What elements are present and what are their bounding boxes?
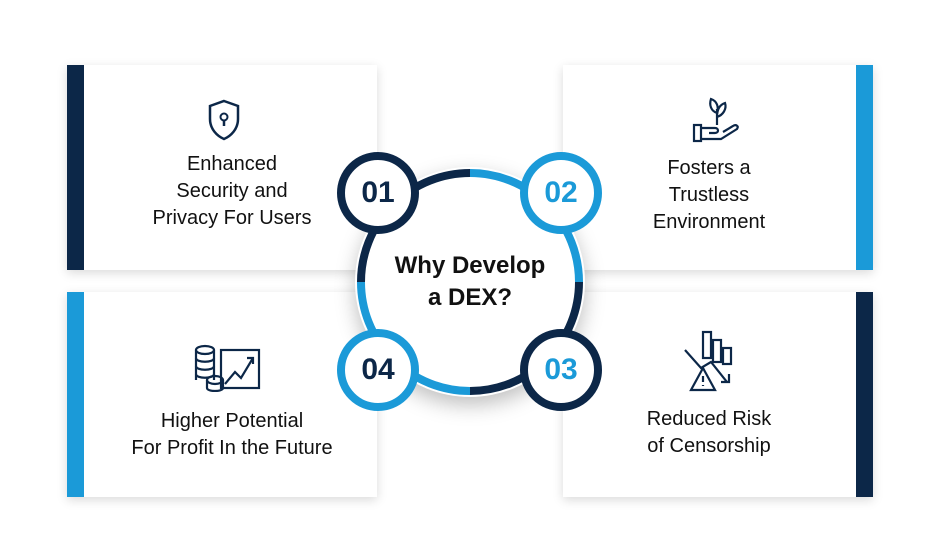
card-censorship: Reduced Risk of Censorship xyxy=(563,292,873,497)
card-text-line: of Censorship xyxy=(647,435,771,457)
shield-lock-icon xyxy=(208,99,240,141)
card-text-line: Reduced Risk xyxy=(646,408,772,430)
falling-chart-warning-icon xyxy=(684,330,733,392)
card-text-line: Trustless xyxy=(668,184,750,206)
card-text-line: Higher Potential xyxy=(160,410,304,432)
number-badge-03: 03 xyxy=(520,329,602,411)
card-text-line: Enhanced xyxy=(186,153,278,175)
coins-growth-chart-icon xyxy=(194,344,261,392)
number-badge-02: 02 xyxy=(520,152,602,234)
card-text-line: Fosters a xyxy=(667,157,751,179)
card-trustless: Fosters a Trustless Environment xyxy=(563,65,873,270)
number-badge-01: 01 xyxy=(337,152,419,234)
card-security: Enhanced Security and Privacy For Users xyxy=(67,65,377,270)
card-accent-bar xyxy=(856,65,873,270)
center-title: Why Develop a DEX? xyxy=(355,250,585,314)
center-title-line: Why Develop xyxy=(394,252,546,279)
hand-plant-icon xyxy=(692,97,739,143)
card-text-line: Environment xyxy=(652,211,766,233)
number-badge-04: 04 xyxy=(337,329,419,411)
card-text-line: For Profit In the Future xyxy=(131,437,333,459)
card-accent-bar xyxy=(856,292,873,497)
card-profit: Higher Potential For Profit In the Futur… xyxy=(67,292,377,497)
card-text-line: Privacy For Users xyxy=(152,207,312,229)
center-title-line: a DEX? xyxy=(427,284,513,311)
card-accent-bar xyxy=(67,65,84,270)
card-text-line: Security and xyxy=(176,180,288,202)
card-accent-bar xyxy=(67,292,84,497)
